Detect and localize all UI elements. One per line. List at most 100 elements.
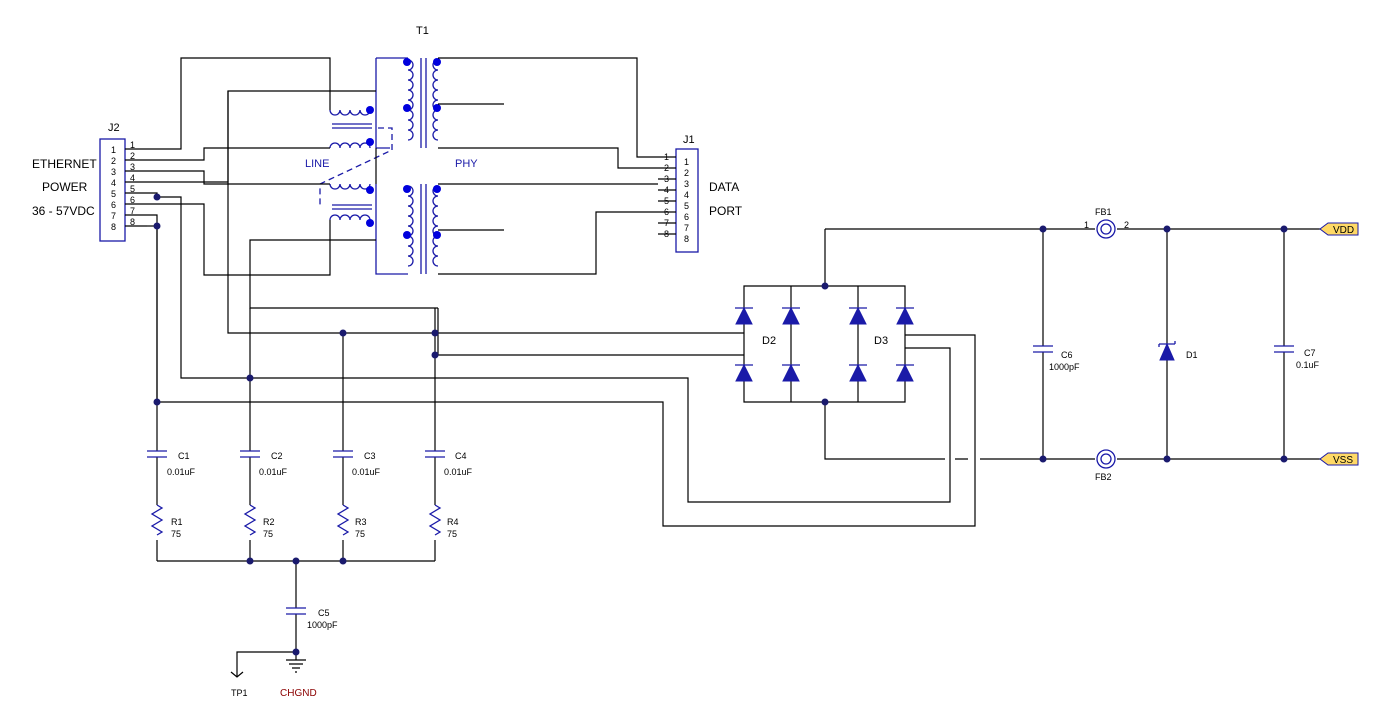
junction-dot <box>1280 455 1288 463</box>
j1-pin-3: 3 <box>684 179 689 189</box>
bridge-diode-6 <box>782 363 800 382</box>
phy-label: PHY <box>455 158 478 170</box>
vdd-label: VDD <box>1333 225 1354 236</box>
j1-pin-8: 8 <box>684 234 689 244</box>
fb1-pin2: 2 <box>1124 220 1129 230</box>
r4-ref: R4 <box>447 517 459 527</box>
output-section <box>1033 219 1359 469</box>
c7-ref: C7 <box>1304 348 1316 358</box>
termination-network <box>147 226 445 678</box>
r3-ref: R3 <box>355 517 367 527</box>
j2-pin-8: 8 <box>111 222 116 232</box>
junction-dot <box>339 329 347 337</box>
r1-ref: R1 <box>171 517 183 527</box>
port-label: PORT <box>709 204 743 218</box>
junction-dot <box>821 398 829 406</box>
d2-ref: D2 <box>762 335 776 347</box>
chgnd-label: CHGND <box>280 688 317 699</box>
d3-ref: D3 <box>874 335 888 347</box>
c2-value: 0.01uF <box>259 467 288 477</box>
j2-pin-7: 7 <box>111 211 116 221</box>
transformer-t1 <box>319 57 441 275</box>
c4-ref: C4 <box>455 451 467 461</box>
junction-dot <box>431 329 439 337</box>
junction-dot <box>339 557 347 565</box>
bridge-diode-8 <box>896 363 914 382</box>
junction-dot <box>1163 225 1171 233</box>
junction-dot <box>1039 225 1047 233</box>
c5-value: 1000pF <box>307 620 338 630</box>
c6-ref: C6 <box>1061 350 1073 360</box>
junction-dot <box>153 193 161 201</box>
junction-dot <box>246 374 254 382</box>
junction-dot <box>153 222 161 230</box>
j2-body <box>99 138 126 242</box>
j2-wire-num-5: 5 <box>130 184 135 194</box>
c2-ref: C2 <box>271 451 283 461</box>
junction-dot <box>153 398 161 406</box>
j1-pin-1: 1 <box>684 157 689 167</box>
r1-value: 75 <box>171 529 181 539</box>
c6-value: 1000pF <box>1049 362 1080 372</box>
j1-pin-2: 2 <box>684 168 689 178</box>
j2-wire-num-8: 8 <box>130 217 135 227</box>
junction-dot <box>292 648 300 656</box>
t1-ref: T1 <box>416 25 429 37</box>
junction-dot <box>1163 455 1171 463</box>
vss-tag <box>1319 452 1359 466</box>
bridge-diode-5 <box>735 363 753 382</box>
voltage-label: 36 - 57VDC <box>32 204 95 218</box>
bridge-rectifier <box>735 228 1330 460</box>
vss-label: VSS <box>1333 455 1353 466</box>
j2-pin-2: 2 <box>111 156 116 166</box>
r2-value: 75 <box>263 529 273 539</box>
bridge-diode-3 <box>849 306 867 325</box>
j2-ref: J2 <box>108 122 120 134</box>
junction-dot <box>431 351 439 359</box>
j2-pin-4: 4 <box>111 178 116 188</box>
j2-wire-num-6: 6 <box>130 195 135 205</box>
ethernet-label: ETHERNET <box>32 157 97 171</box>
power-label: POWER <box>42 180 88 194</box>
bridge-diode-2 <box>782 306 800 325</box>
c7-value: 0.1uF <box>1296 360 1320 370</box>
j2-pin-1: 1 <box>111 145 116 155</box>
j2-pin-6: 6 <box>111 200 116 210</box>
vdd-tag <box>1319 222 1359 236</box>
c1-value: 0.01uF <box>167 467 196 477</box>
tp1-ref: TP1 <box>231 688 248 698</box>
junction-dot <box>246 557 254 565</box>
c1-ref: C1 <box>178 451 190 461</box>
junction-dots <box>153 193 1288 656</box>
bridge-diode-7 <box>849 363 867 382</box>
j2-pin-5: 5 <box>111 189 116 199</box>
data-label: DATA <box>709 180 739 194</box>
j2-wire-num-1: 1 <box>130 140 135 150</box>
j2-wire-num-3: 3 <box>130 162 135 172</box>
j2-wire-num-2: 2 <box>130 151 135 161</box>
junction-dot <box>1039 455 1047 463</box>
c4-value: 0.01uF <box>444 467 473 477</box>
fb1-pin1: 1 <box>1084 220 1089 230</box>
j1-pin-stubs <box>658 156 676 235</box>
j2-pin-stubs <box>125 148 147 227</box>
r2-ref: R2 <box>263 517 275 527</box>
c3-ref: C3 <box>364 451 376 461</box>
j1-pin-7: 7 <box>684 223 689 233</box>
r3-value: 75 <box>355 529 365 539</box>
junction-dot <box>292 557 300 565</box>
j2-wire-num-4: 4 <box>130 173 135 183</box>
fb1-ref: FB1 <box>1095 207 1112 217</box>
junction-dot <box>821 282 829 290</box>
bridge-diode-1 <box>735 306 753 325</box>
line-label: LINE <box>305 158 329 170</box>
bridge-diode-4 <box>896 306 914 325</box>
j1-ref: J1 <box>683 134 695 146</box>
j2-wire-num-7: 7 <box>130 206 135 216</box>
c3-value: 0.01uF <box>352 467 381 477</box>
j2-pin-3: 3 <box>111 167 116 177</box>
c5-ref: C5 <box>318 608 330 618</box>
junction-dot <box>1280 225 1288 233</box>
